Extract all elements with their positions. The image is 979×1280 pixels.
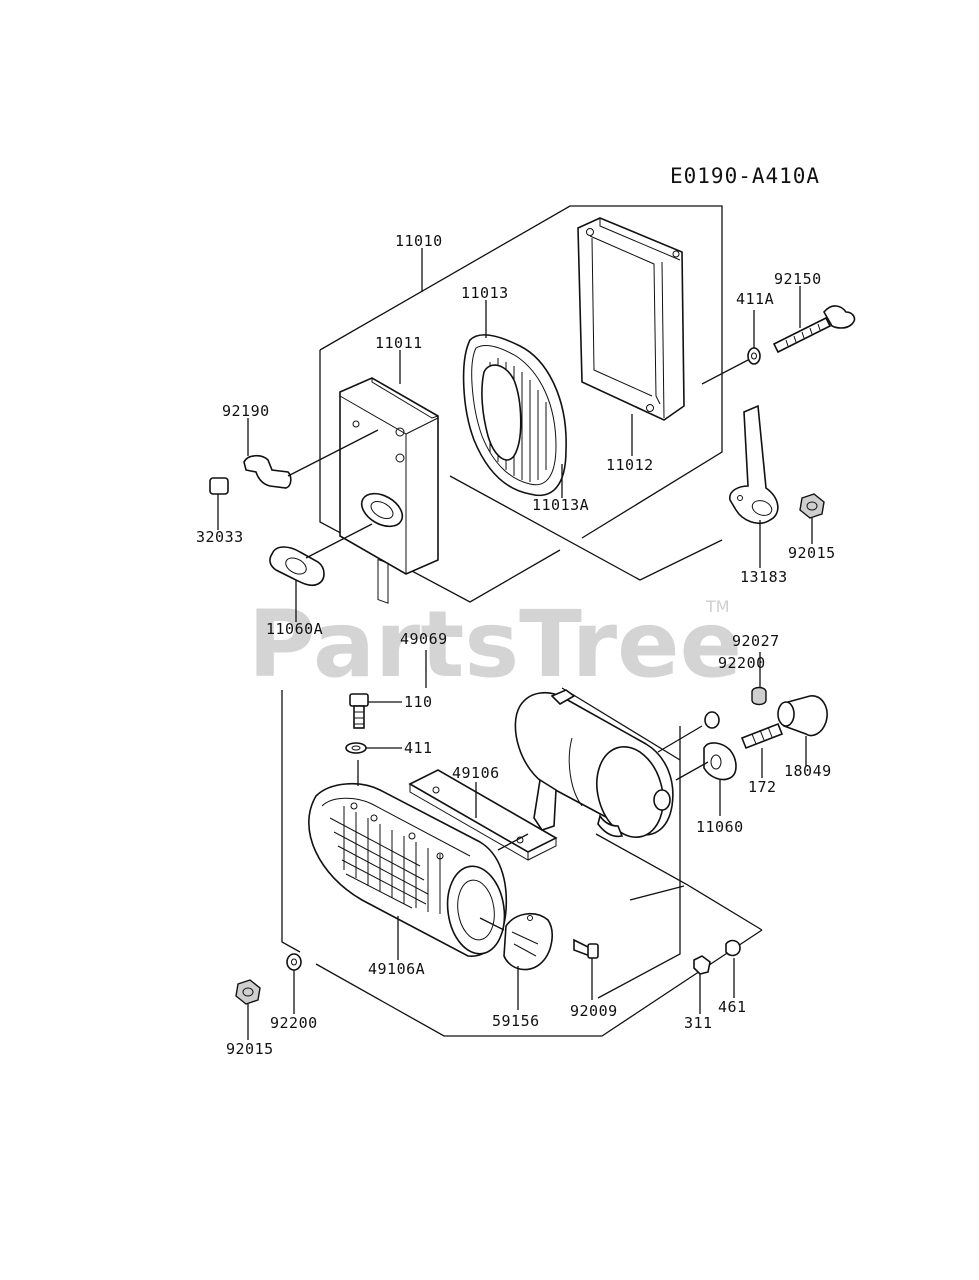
air-filter-element-11013[interactable] <box>462 334 567 497</box>
label-49069[interactable]: 49069 <box>400 630 448 648</box>
spacer-92027[interactable] <box>751 686 767 706</box>
label-92027[interactable]: 92027 <box>732 632 780 650</box>
washer-411[interactable] <box>345 742 367 754</box>
label-110[interactable]: 110 <box>404 693 433 711</box>
label-11010[interactable]: 11010 <box>395 232 443 250</box>
gasket-11060[interactable] <box>703 742 737 781</box>
spark-arrester-18049[interactable] <box>777 695 828 737</box>
clamp-32033[interactable] <box>209 477 229 495</box>
washer-92200-top[interactable] <box>704 711 720 729</box>
air-cleaner-cover-11012[interactable] <box>577 217 685 421</box>
lower-leader-lines <box>247 650 807 1040</box>
label-311[interactable]: 311 <box>684 1014 713 1032</box>
shield-plate-49106[interactable] <box>408 769 558 861</box>
wing-bolt-92150[interactable] <box>772 305 856 354</box>
label-49106A[interactable]: 49106A <box>368 960 425 978</box>
label-11060[interactable]: 11060 <box>696 818 744 836</box>
label-11011[interactable]: 11011 <box>375 334 423 352</box>
bracket-13183[interactable] <box>729 404 779 525</box>
upper-leader-lines <box>217 248 813 622</box>
muffler-assembly-outline <box>281 687 763 1037</box>
label-59156[interactable]: 59156 <box>492 1012 540 1030</box>
air-cleaner-base-11011[interactable] <box>339 377 439 604</box>
gasket-11060A[interactable] <box>269 546 325 587</box>
label-92015-top[interactable]: 92015 <box>788 544 836 562</box>
label-411A[interactable]: 411A <box>736 290 774 308</box>
bolt-110[interactable] <box>349 693 369 729</box>
label-11012[interactable]: 11012 <box>606 456 654 474</box>
nut-92015-bottom[interactable] <box>235 979 261 1005</box>
muffler-cover-49106A[interactable] <box>308 782 510 958</box>
washer-92200-bottom[interactable] <box>286 953 302 971</box>
label-92200-top[interactable]: 92200 <box>718 654 766 672</box>
label-32033[interactable]: 32033 <box>196 528 244 546</box>
part-labels: 11010 11013 11011 92190 32033 11060A 110… <box>196 232 836 1058</box>
washer-411A[interactable] <box>747 347 761 365</box>
label-92200-bottom[interactable]: 92200 <box>270 1014 318 1032</box>
screw-92009[interactable] <box>573 938 599 959</box>
label-172[interactable]: 172 <box>748 778 777 796</box>
plate-59156[interactable] <box>503 913 553 971</box>
muffler-body[interactable] <box>514 689 674 845</box>
label-11013[interactable]: 11013 <box>461 284 509 302</box>
breather-hose-92190[interactable] <box>243 454 292 489</box>
label-461[interactable]: 461 <box>718 998 747 1016</box>
stud-bolt-172[interactable] <box>740 722 784 750</box>
label-411[interactable]: 411 <box>404 739 433 757</box>
label-11060A[interactable]: 11060A <box>266 620 323 638</box>
clip-461[interactable] <box>725 939 741 957</box>
nut-311[interactable] <box>693 955 711 975</box>
label-92190[interactable]: 92190 <box>222 402 270 420</box>
label-18049[interactable]: 18049 <box>784 762 832 780</box>
label-11013A[interactable]: 11013A <box>532 496 589 514</box>
label-92009[interactable]: 92009 <box>570 1002 618 1020</box>
label-13183[interactable]: 13183 <box>740 568 788 586</box>
label-92015-bottom[interactable]: 92015 <box>226 1040 274 1058</box>
watermark-trademark: TM <box>705 597 730 616</box>
label-49106[interactable]: 49106 <box>452 764 500 782</box>
label-92150[interactable]: 92150 <box>774 270 822 288</box>
nut-92015-top[interactable] <box>799 493 825 519</box>
watermark-text: PartsTree <box>248 591 742 698</box>
diagram-code: E0190-A410A <box>670 164 820 188</box>
